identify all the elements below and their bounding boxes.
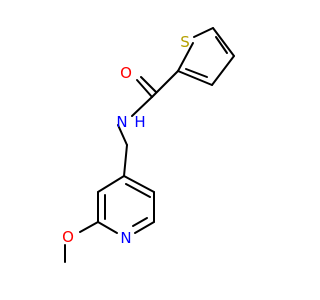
bond-n-ch2 [117, 124, 128, 146]
bond-s-c2 [177, 42, 194, 72]
atom-sulfur: S [180, 33, 190, 51]
bond-c2-carbonyl [151, 70, 179, 98]
bond-c4-c3 [211, 55, 235, 86]
bond-carbonyl-o-b [140, 76, 157, 93]
atom-carbonyl-oxygen: O [120, 64, 132, 82]
atom-pyridine-nitrogen: N [120, 229, 131, 247]
atom-label-layer: S O N H O N [62, 33, 190, 247]
bond-c3-c4 [97, 175, 125, 193]
bond-layer [64, 27, 235, 263]
atom-amide-hydrogen: H [134, 113, 145, 131]
bond-ch2-ring [123, 144, 128, 177]
bond-c5-c4-inner [215, 36, 228, 54]
bond-c3-c2-inner [185, 68, 208, 78]
bond-c5-c4 [212, 27, 235, 57]
bond-s-c5 [193, 27, 214, 38]
bond-c3-c2 [177, 70, 213, 86]
molecule-drawing: S O N H O N [62, 27, 235, 263]
bond-c4-c5 [123, 175, 155, 193]
structure-canvas: S O N H O N [62, 27, 235, 263]
atom-methoxy-oxygen: O [62, 228, 74, 246]
bond-c6-n1 [134, 221, 155, 234]
bond-carbonyl-o-a [136, 79, 153, 98]
bond-c4-c5-inner [125, 183, 151, 198]
bond-c2-o [79, 221, 99, 233]
bond-c6-n1-inner [132, 217, 148, 227]
bond-carbonyl-n [131, 96, 153, 117]
bond-n1-c2 [97, 221, 118, 234]
atom-amide-nitrogen: N [116, 113, 127, 131]
